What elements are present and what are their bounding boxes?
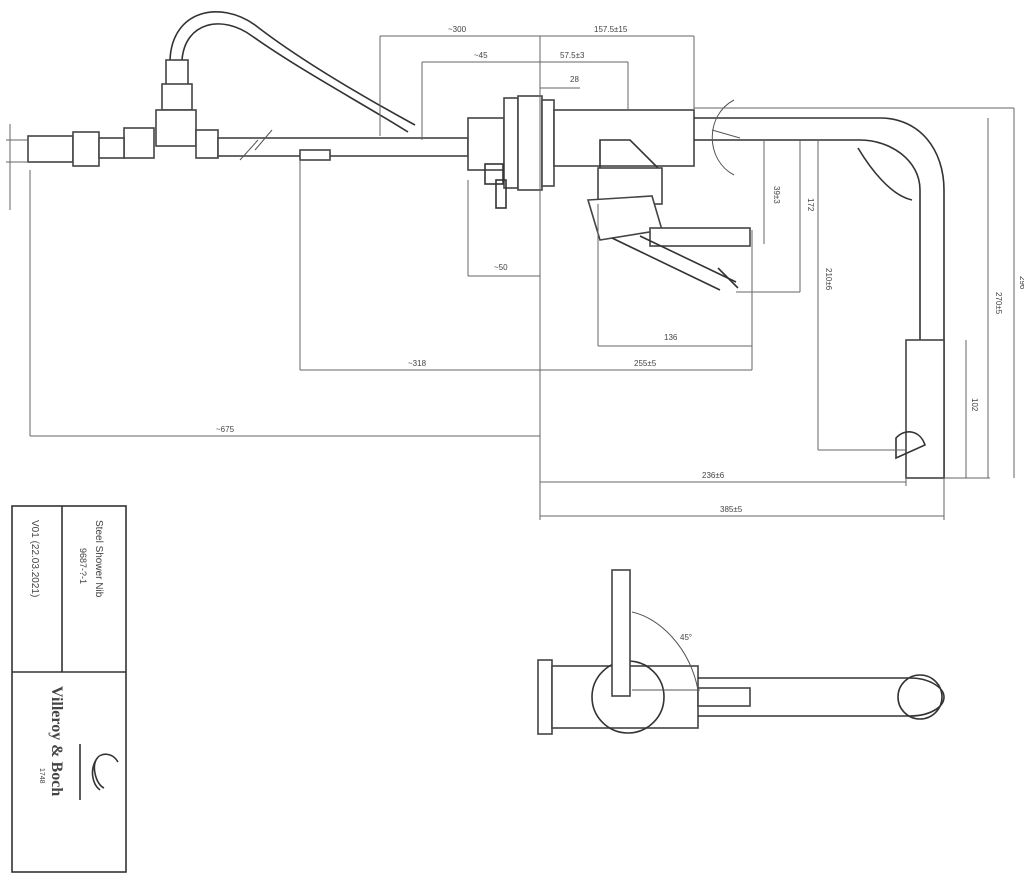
dim-reach1: 236±6 — [702, 471, 725, 480]
faucet-body — [553, 109, 695, 167]
dim-small-top: 28 — [570, 75, 579, 84]
supply-pipe — [27, 135, 74, 163]
title-code: 9687-?-1 — [78, 548, 88, 584]
dim-reach2: 385±5 — [720, 505, 743, 514]
side-view — [6, 11, 1015, 520]
main-pipe — [217, 137, 469, 157]
spout — [694, 117, 945, 478]
dim-handle-len: 136 — [664, 333, 678, 342]
logo-sub: 1748 — [38, 768, 45, 784]
top-lever — [611, 569, 631, 697]
dim-top-right: 157.5±15 — [594, 25, 628, 34]
dim-top-width: ~300 — [448, 25, 467, 34]
dim-mid-right: 255±5 — [634, 359, 657, 368]
dim-outlet-h: 102 — [970, 398, 979, 412]
dim-spout-h2: 172 — [806, 198, 815, 212]
brand-logo: Villeroy & Boch 1748 — [38, 686, 119, 800]
dim-inner-left: ~45 — [474, 51, 488, 60]
dim-spout-h4: 270±5 — [994, 292, 1003, 315]
dim-mid-left: ~318 — [408, 359, 427, 368]
dimension-labels: ~300 157.5±15 ~45 57.5±3 28 ~50 39±3 172… — [216, 25, 1024, 642]
dim-spout-h5: 296 — [1018, 276, 1024, 290]
title-block: Steel Shower Nib 9687-?-1 V01 (22.03.202… — [11, 505, 127, 873]
tee-fitting — [155, 109, 197, 147]
hose-connector — [165, 59, 189, 87]
title-product: Steel Shower Nib — [93, 520, 104, 598]
dim-lever-angle: 45° — [680, 633, 692, 642]
dim-spout-h3: 210±6 — [824, 268, 833, 291]
dim-bottom-left: ~675 — [216, 425, 235, 434]
flex-hose — [169, 11, 416, 126]
mount-flange — [467, 117, 505, 171]
dim-inner-mid: 57.5±3 — [560, 51, 585, 60]
dim-spout-h1: 39±3 — [772, 186, 781, 204]
dim-left-height: ~50 — [494, 263, 508, 272]
title-version: V01 (22.03.2021) — [29, 520, 40, 597]
top-view — [537, 569, 945, 735]
logo-brand: Villeroy & Boch — [48, 686, 65, 796]
